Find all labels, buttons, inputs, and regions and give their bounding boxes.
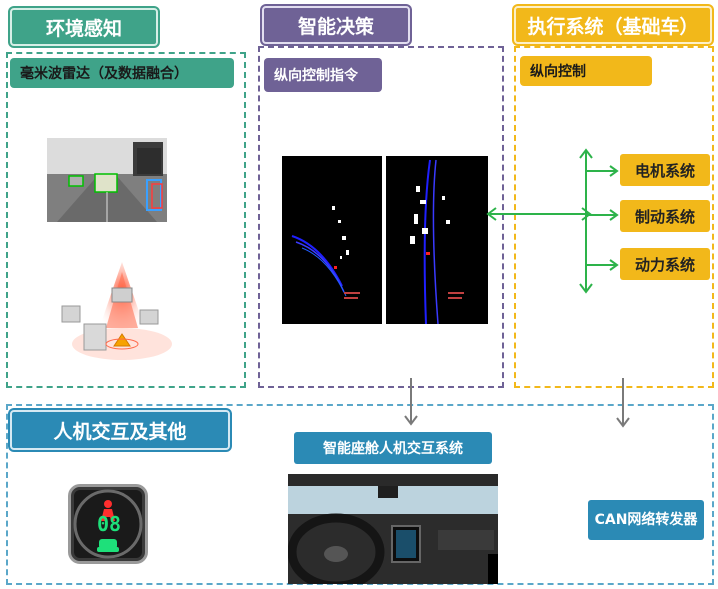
branch-arrow-power bbox=[586, 259, 619, 271]
decision-down-arrow bbox=[404, 378, 418, 426]
traffic-signal-icon: 08 bbox=[68, 484, 148, 564]
execution-region bbox=[514, 46, 714, 388]
execution-header: 执行系统（基础车） bbox=[514, 6, 712, 44]
can-gateway-label: CAN网络转发器 bbox=[588, 500, 704, 540]
road-camera-image bbox=[47, 138, 167, 222]
radar-illustration bbox=[61, 262, 172, 360]
power-system-box: 动力系统 bbox=[620, 248, 710, 280]
decision-subtitle: 纵向控制指令 bbox=[264, 58, 382, 92]
perception-region bbox=[6, 52, 246, 388]
decision-region bbox=[258, 46, 504, 388]
cockpit-hmi-label: 智能座舱人机交互系统 bbox=[294, 432, 492, 464]
execution-down-arrow bbox=[616, 378, 630, 428]
perception-header: 环境感知 bbox=[10, 8, 158, 46]
branch-arrow-motor bbox=[586, 165, 619, 177]
hmi-region bbox=[6, 404, 714, 585]
cockpit-photo bbox=[288, 474, 498, 584]
lidar-image-left bbox=[282, 156, 382, 324]
hmi-header: 人机交互及其他 bbox=[10, 410, 230, 450]
lidar-image-right bbox=[386, 156, 488, 324]
brake-system-box: 制动系统 bbox=[620, 200, 710, 232]
signal-digits: 08 bbox=[96, 512, 122, 536]
decision-header: 智能决策 bbox=[262, 6, 410, 44]
perception-subtitle: 毫米波雷达（及数据融合） bbox=[10, 58, 234, 88]
branch-arrow-brake bbox=[586, 209, 619, 221]
motor-system-box: 电机系统 bbox=[620, 154, 710, 186]
execution-subtitle: 纵向控制 bbox=[520, 56, 652, 86]
execution-bus-arrow bbox=[579, 148, 593, 294]
